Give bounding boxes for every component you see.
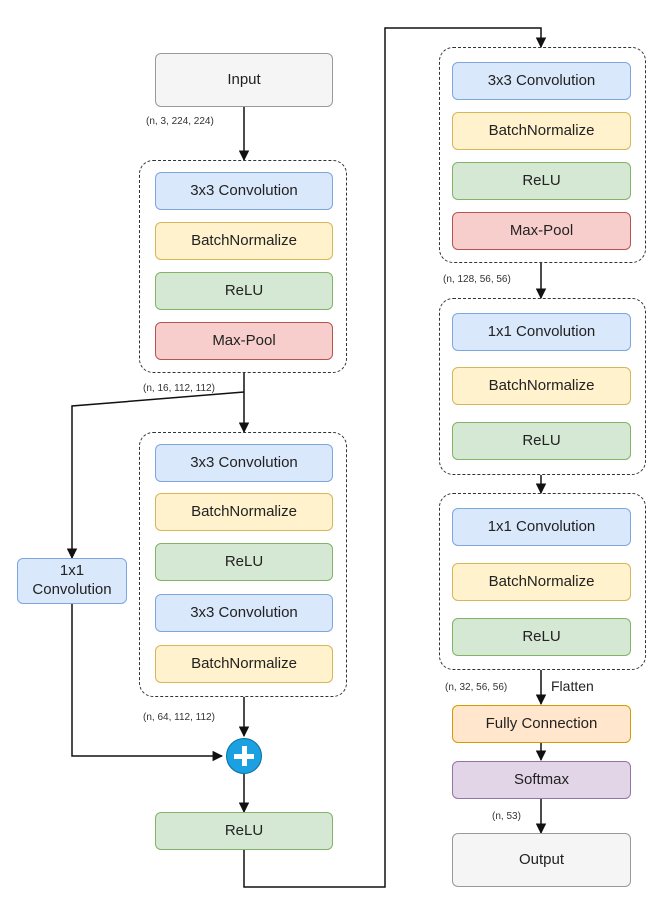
block2-group [139,432,347,697]
shortcut-conv1x1: 1x1 Convolution [17,558,127,604]
block5-group [439,493,646,670]
block4-batchnorm: BatchNormalize [452,367,631,405]
block4-group [439,298,646,475]
block2-conv3x3-a: 3x3 Convolution [155,444,333,482]
block2-batchnorm-b: BatchNormalize [155,645,333,683]
block3-maxpool: Max-Pool [452,212,631,250]
fully-connection-node: Fully Connection [452,705,631,743]
block1-group [139,160,347,373]
edge-block1-shortcut [66,391,245,560]
block1-maxpool: Max-Pool [155,322,333,360]
block3-relu: ReLU [452,162,631,200]
block4-relu: ReLU [452,422,631,460]
block2-relu: ReLU [155,543,333,581]
block2-shape-label: (n, 64, 112, 112) [143,712,215,723]
block3-group [439,47,646,263]
block5-batchnorm: BatchNormalize [452,563,631,601]
block2-conv3x3-b: 3x3 Convolution [155,594,333,632]
edge-relu-block3 [243,27,547,888]
post-add-relu: ReLU [155,812,333,850]
output-node: Output [452,833,631,887]
flatten-label: Flatten [551,678,594,694]
block5-relu: ReLU [452,618,631,656]
softmax-shape-label: (n, 53) [492,811,521,822]
block1-batchnorm: BatchNormalize [155,222,333,260]
block3-batchnorm: BatchNormalize [452,112,631,150]
block1-conv3x3: 3x3 Convolution [155,172,333,210]
block4-conv1x1: 1x1 Convolution [452,313,631,351]
edge-shortcut-add [71,604,224,762]
block1-relu: ReLU [155,272,333,310]
input-shape-label: (n, 3, 224, 224) [146,116,214,127]
input-node: Input [155,53,333,107]
block2-batchnorm-a: BatchNormalize [155,493,333,531]
add-icon [226,738,262,774]
softmax-node: Softmax [452,761,631,799]
block5-conv1x1: 1x1 Convolution [452,508,631,546]
block3-shape-label: (n, 128, 56, 56) [443,274,511,285]
block5-shape-label: (n, 32, 56, 56) [445,682,508,693]
block1-shape-label: (n, 16, 112, 112) [143,383,215,394]
block3-conv3x3: 3x3 Convolution [452,62,631,100]
